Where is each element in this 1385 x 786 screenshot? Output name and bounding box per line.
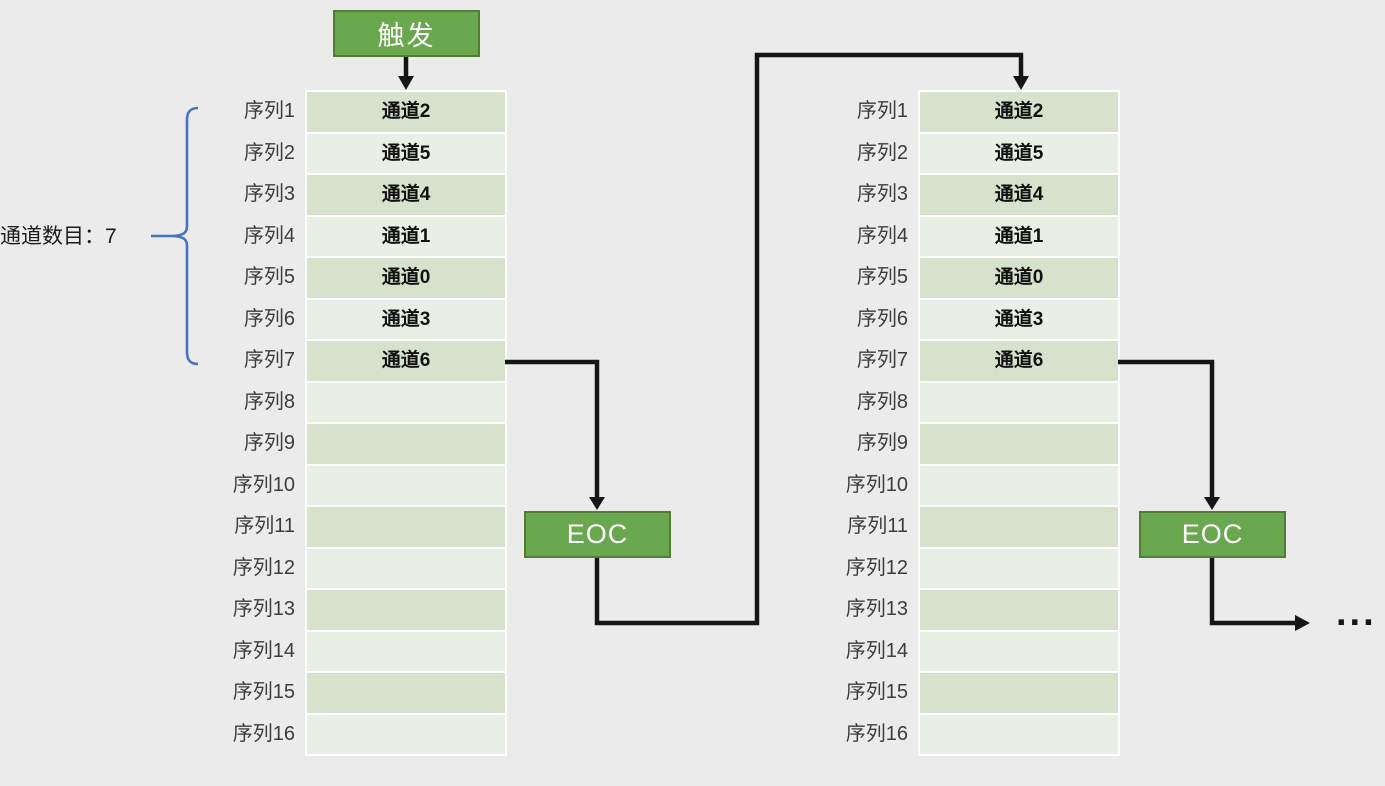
sequence-label: 序列4: [856, 224, 908, 247]
sequence-label: 序列2: [243, 141, 295, 164]
channel-cell: 通道3: [920, 299, 1118, 339]
arrow-eoc-right-continue: [1209, 556, 1310, 631]
sequence-label: 序列10: [232, 473, 295, 496]
sequence-label: 序列16: [232, 722, 295, 745]
sequence-label: 序列5: [856, 266, 908, 288]
eoc-node-left: EOC: [524, 511, 671, 558]
eoc-label: EOC: [1181, 519, 1244, 549]
channel-cell: 通道5: [920, 133, 1118, 173]
arrow-row7-to-eoc-right: [1118, 359, 1220, 510]
sequence-label: 序列9: [243, 432, 295, 454]
right-table-sequence-labels: 序列1 序列2 序列3 序列4 序列5 序列6 序列7 序列8 序列9 序列10…: [763, 92, 908, 754]
sequence-label: 序列11: [847, 515, 908, 537]
arrow-eoc-left-to-right-table: [594, 52, 1029, 626]
channel-cell: 通道6: [920, 341, 1118, 381]
channel-cell: 通道6: [307, 341, 505, 381]
channel-cell: 通道2: [307, 92, 505, 132]
eoc-node-right: EOC: [1139, 511, 1286, 558]
channel-cell: 通道1: [307, 216, 505, 256]
channel-cell: [920, 382, 1118, 422]
channel-cell: [920, 465, 1118, 505]
sequence-label: 序列13: [232, 598, 295, 620]
channel-count-label: 通道数目：7: [0, 225, 117, 248]
channel-cell: 通道0: [307, 258, 505, 298]
sequence-label: 序列13: [845, 598, 908, 620]
sequence-label: 序列6: [243, 307, 295, 330]
channel-cell: 通道1: [920, 216, 1118, 256]
continuation-ellipsis: ...: [1336, 592, 1377, 634]
channel-cell: 通道4: [307, 175, 505, 215]
left-table-channel-cells: 通道2 通道5 通道4 通道1 通道0 通道3 通道6: [305, 90, 507, 756]
sequence-label: 序列8: [243, 390, 295, 413]
sequence-label: 序列8: [856, 390, 908, 413]
sequence-label: 序列1: [243, 100, 295, 122]
sequence-label: 序列16: [845, 722, 908, 745]
trigger-node: 触发: [333, 10, 480, 57]
channel-cell: [920, 714, 1118, 754]
channel-cell: [307, 382, 505, 422]
sequence-label: 序列3: [856, 183, 908, 205]
channel-cell: [307, 507, 505, 547]
sequence-label: 序列4: [243, 224, 295, 247]
channel-cell: [307, 465, 505, 505]
channel-cell: 通道0: [920, 258, 1118, 298]
eoc-label: EOC: [566, 519, 629, 549]
arrow-row7-to-eoc-left: [505, 359, 605, 510]
sequence-label: 序列7: [243, 349, 295, 371]
channel-cell: [307, 714, 505, 754]
channel-cell: 通道3: [307, 299, 505, 339]
channel-cell: [920, 507, 1118, 547]
channel-cell: [920, 631, 1118, 671]
arrow-trigger-to-left-table: [398, 56, 414, 90]
sequence-label: 序列1: [856, 100, 908, 122]
channel-cell: [307, 673, 505, 713]
sequence-label: 序列5: [243, 266, 295, 288]
channel-cell: [307, 424, 505, 464]
sequence-label: 序列15: [845, 681, 908, 703]
sequence-label: 序列15: [232, 681, 295, 703]
sequence-label: 序列12: [845, 556, 908, 579]
sequence-label: 序列14: [232, 639, 295, 662]
trigger-label: 触发: [377, 21, 436, 51]
sequence-label: 序列12: [232, 556, 295, 579]
channel-cell: [307, 631, 505, 671]
sequence-label: 序列11: [234, 515, 295, 537]
channel-cell: [920, 590, 1118, 630]
right-table-channel-cells: 通道2 通道5 通道4 通道1 通道0 通道3 通道6: [918, 90, 1120, 756]
sequence-label: 序列10: [845, 473, 908, 496]
sequence-label: 序列2: [856, 141, 908, 164]
sequence-label: 序列9: [856, 432, 908, 454]
channel-cell: [307, 590, 505, 630]
left-table-sequence-labels: 序列1 序列2 序列3 序列4 序列5 序列6 序列7 序列8 序列9 序列10…: [150, 92, 295, 754]
channel-cell: 通道2: [920, 92, 1118, 132]
channel-cell: [307, 548, 505, 588]
sequence-label: 序列6: [856, 307, 908, 330]
sequence-label: 序列14: [845, 639, 908, 662]
channel-cell: [920, 548, 1118, 588]
channel-cell: [920, 673, 1118, 713]
channel-cell: 通道4: [920, 175, 1118, 215]
channel-cell: 通道5: [307, 133, 505, 173]
sequence-label: 序列3: [243, 183, 295, 205]
channel-count-brace: [151, 106, 199, 366]
channel-cell: [920, 424, 1118, 464]
sequence-label: 序列7: [856, 349, 908, 371]
